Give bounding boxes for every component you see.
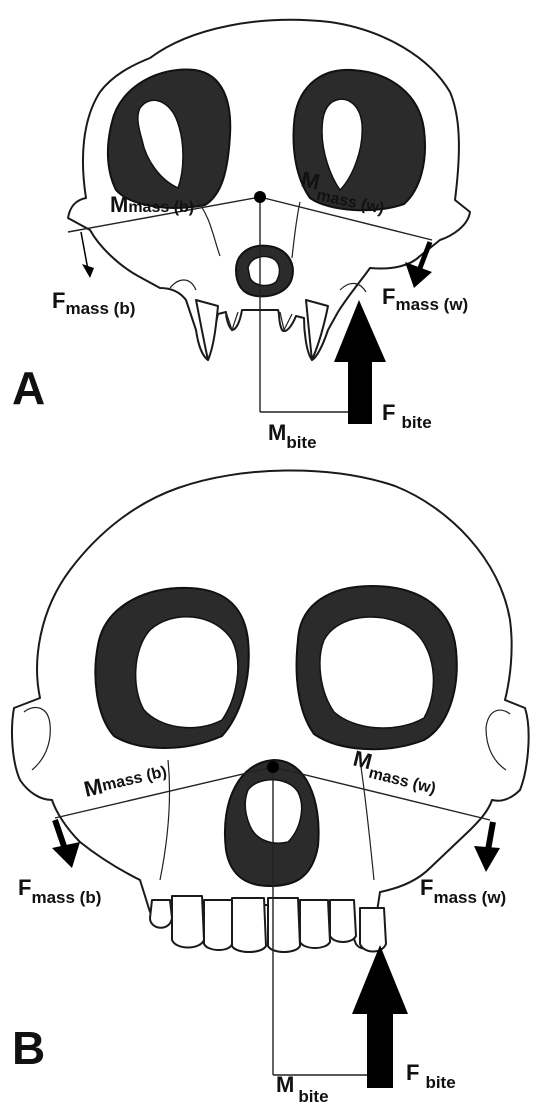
- panel-b: B Mmass (b) Mmass (w) Fmass (b) Fmass (w…: [12, 470, 529, 1106]
- fulcrum-a: [254, 191, 266, 203]
- arrow-f-bite-a: [334, 300, 386, 424]
- left-orbit-b-inner: [136, 617, 238, 728]
- right-orbit-b-inner: [320, 617, 434, 728]
- label-f-mass-b-b: Fmass (b): [18, 875, 101, 907]
- label-m-bite-a: Mbite: [268, 420, 317, 452]
- label-f-mass-w-a: Fmass (w): [382, 284, 468, 314]
- panel-a: A Mmass (b) Mmass (w) Fmass (b) Fmass (w…: [12, 20, 470, 452]
- teeth-b: [150, 896, 386, 952]
- label-f-mass-b-a: Fmass (b): [52, 288, 135, 318]
- arrow-f-bite-b: [352, 945, 408, 1088]
- panel-letter-b: B: [12, 1022, 45, 1074]
- label-f-mass-w-b: Fmass (w): [420, 875, 506, 907]
- nasal-aperture-a-inner: [248, 256, 279, 285]
- panel-letter-a: A: [12, 362, 45, 414]
- arrow-f-mass-w-b: [474, 822, 500, 872]
- arrow-f-mass-b-a: [81, 232, 94, 278]
- fulcrum-b: [267, 761, 279, 773]
